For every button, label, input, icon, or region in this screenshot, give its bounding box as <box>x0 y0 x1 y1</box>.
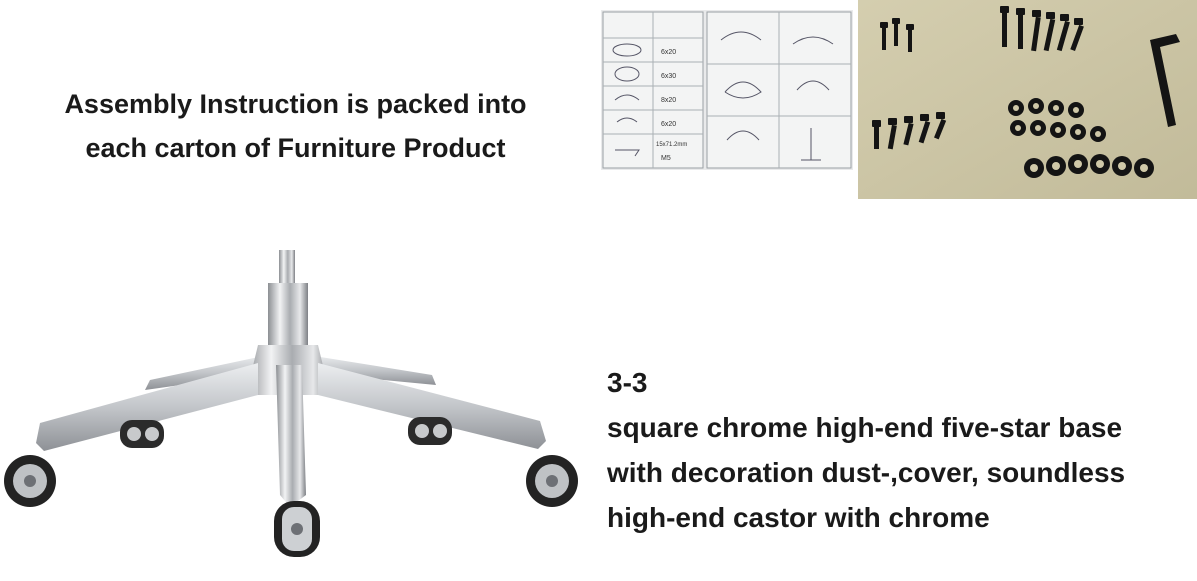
headline-line-1: Assembly Instruction is packed into <box>64 89 527 119</box>
base-arm-right <box>318 363 546 449</box>
bolt-group-top-right <box>1000 6 1084 52</box>
assembly-instruction-headline: Assembly Instruction is packed into each… <box>18 82 573 170</box>
chrome-five-star-base-photo <box>4 250 578 557</box>
product-model: 3-3 <box>607 367 648 398</box>
allen-key-icon <box>1150 34 1180 127</box>
castor-front-right <box>526 455 578 507</box>
castor-back-right <box>408 417 452 445</box>
bolt-group-bottom-left <box>872 112 947 150</box>
product-description: 3-3 square chrome high-end five-star bas… <box>607 360 1192 540</box>
assembly-manual-photo: 6x20 6x30 8x20 6x20 15x71.2mm M5 <box>601 10 853 170</box>
manual-code-6: M5 <box>661 155 671 162</box>
gas-lift-cylinder <box>268 283 308 353</box>
base-arm-front <box>276 365 306 507</box>
product-desc-line-2: with decoration dust-,cover, soundless <box>607 457 1126 488</box>
manual-code-3: 8x20 <box>661 97 676 104</box>
castor-front-left <box>4 455 56 507</box>
manual-code-2: 6x30 <box>661 73 676 80</box>
manual-code-4: 6x20 <box>661 121 676 128</box>
castor-front-center <box>274 501 320 557</box>
manual-code-1: 6x20 <box>661 49 676 56</box>
base-arm-left <box>36 363 258 451</box>
castor-back-left <box>120 420 164 448</box>
product-desc-line-1: square chrome high-end five-star base <box>607 412 1123 443</box>
gas-lift-rod <box>279 250 295 290</box>
hardware-kit-photo <box>858 0 1197 199</box>
manual-code-5: 15x71.2mm <box>656 142 687 148</box>
bolt-group-top-left <box>880 18 914 52</box>
headline-line-2: each carton of Furniture Product <box>85 133 506 163</box>
product-desc-line-3: high-end castor with chrome <box>607 502 990 533</box>
